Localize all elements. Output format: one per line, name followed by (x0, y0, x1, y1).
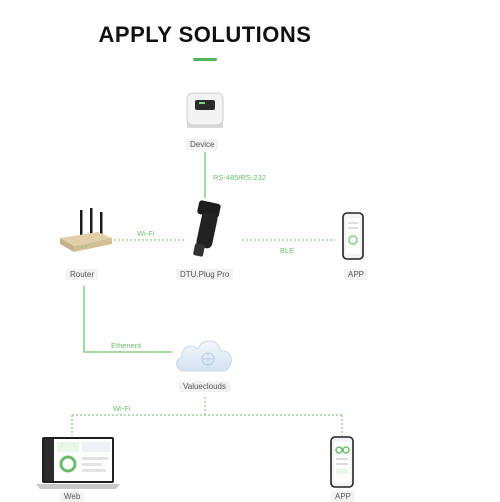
connection-label-wifi-router: Wi-Fi (137, 229, 155, 238)
web-label: Web (60, 491, 85, 502)
dtu-label: DTU.Plug Pro (176, 269, 234, 280)
app-top-label: APP (344, 269, 369, 280)
device-icon (186, 92, 224, 128)
device-label: Device (186, 139, 219, 150)
router-icon (60, 208, 112, 252)
dtu-plug-icon (193, 200, 221, 257)
app-bottom-label: APP (331, 491, 356, 502)
connection-label-ble: BLE (280, 246, 295, 255)
laptop-icon (36, 437, 120, 489)
cloud-icon (176, 340, 233, 372)
connection-label-wifi-cloud: Wi-Fi (113, 404, 131, 413)
page-title: APPLY SOLUTIONS (98, 22, 312, 47)
cloud-label: Valueclouds (179, 381, 230, 392)
phone-icon (342, 212, 364, 260)
line-router-cloud (83, 286, 172, 353)
connection-label-rs485: RS-485/RS-232 (213, 173, 266, 182)
router-label: Router (66, 269, 99, 280)
phone-icon (330, 436, 354, 488)
connection-label-ethernet: Ethenent (111, 341, 142, 350)
title-underline (193, 58, 217, 61)
